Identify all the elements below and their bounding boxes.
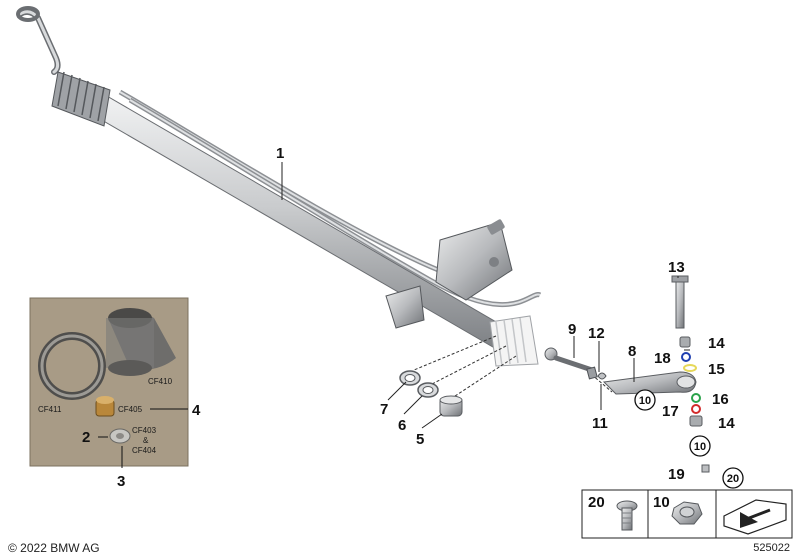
photo-label-cf410: CF410	[148, 377, 173, 386]
callout-9[interactable]: 9	[568, 321, 576, 338]
callout-18[interactable]: 18	[654, 350, 671, 367]
tie-rod-end-8	[602, 371, 697, 395]
callout-1[interactable]: 1	[276, 145, 284, 162]
legend-item-10[interactable]: 10	[653, 494, 703, 525]
bolt-13	[671, 275, 689, 329]
copyright-text: © 2022 BMW AG	[8, 541, 100, 555]
svg-text:10: 10	[694, 441, 706, 453]
callouts: 1 2 3 4 5 6 7 8 9 11 12 13 14 14 15 16 1…	[82, 145, 735, 490]
o-ring-17	[691, 404, 701, 414]
circled-refs: 10 10 20	[634, 389, 744, 489]
nut-14-lower	[689, 415, 703, 427]
svg-text:20: 20	[727, 473, 739, 485]
legend-box: 20 10	[581, 489, 793, 539]
cf403-part-image	[109, 428, 131, 444]
right-bellows	[489, 315, 539, 367]
callout-17[interactable]: 17	[662, 403, 679, 420]
circled-ref-10-b[interactable]: 10	[689, 435, 711, 457]
seal-ring-6	[417, 382, 439, 398]
valve-housing	[385, 219, 513, 329]
callout-6[interactable]: 6	[398, 417, 406, 434]
cf405-part-image	[95, 396, 115, 417]
bushing-5	[439, 395, 463, 417]
screw-icon	[616, 500, 638, 531]
callout-5[interactable]: 5	[416, 431, 424, 448]
cf410-part-image	[106, 308, 176, 376]
photo-inset: CF410 CF411 CF405 CF403 & CF404	[29, 297, 189, 468]
o-ring-18	[681, 352, 691, 362]
callout-4[interactable]: 4	[192, 402, 201, 419]
photo-label-cf404: CF404	[132, 446, 157, 455]
callout-2[interactable]: 2	[82, 429, 90, 446]
seal-15	[683, 364, 697, 372]
svg-text:10: 10	[639, 395, 651, 407]
callout-13[interactable]: 13	[668, 259, 685, 276]
hex-nut-icon	[671, 501, 703, 525]
callout-8[interactable]: 8	[628, 343, 636, 360]
callout-19[interactable]: 19	[668, 466, 685, 483]
callout-15[interactable]: 15	[708, 361, 725, 378]
tie-rod-9	[544, 347, 595, 373]
seal-ring-7	[399, 370, 421, 386]
clamp-11	[597, 372, 607, 380]
photo-label-cf411: CF411	[38, 405, 62, 414]
circled-ref-20[interactable]: 20	[722, 467, 744, 489]
o-ring-16	[691, 393, 701, 403]
photo-label-cf403: CF403	[132, 426, 157, 435]
arrow-symbol-icon	[723, 499, 787, 535]
callout-16[interactable]: 16	[712, 391, 729, 408]
callout-7[interactable]: 7	[380, 401, 388, 418]
callout-14-upper[interactable]: 14	[708, 335, 725, 352]
clip-19	[701, 464, 710, 473]
photo-label-amp: &	[143, 436, 149, 445]
drawing-id: 525022	[753, 542, 790, 554]
photo-label-cf405: CF405	[118, 405, 143, 414]
legend-label-10: 10	[653, 494, 670, 511]
callout-11[interactable]: 11	[592, 415, 608, 432]
legend-item-20[interactable]: 20	[588, 494, 638, 531]
cf411-part-image	[38, 332, 106, 400]
nut-14-upper	[679, 336, 691, 348]
callout-14-lower[interactable]: 14	[718, 415, 735, 432]
left-bellows	[51, 71, 111, 127]
lock-nut-12	[586, 366, 598, 380]
callout-3[interactable]: 3	[117, 473, 125, 490]
callout-12[interactable]: 12	[588, 325, 605, 342]
legend-label-20: 20	[588, 494, 605, 511]
circled-ref-10-a[interactable]: 10	[634, 389, 656, 411]
steering-gear	[16, 6, 542, 367]
leader-lines	[281, 162, 690, 429]
